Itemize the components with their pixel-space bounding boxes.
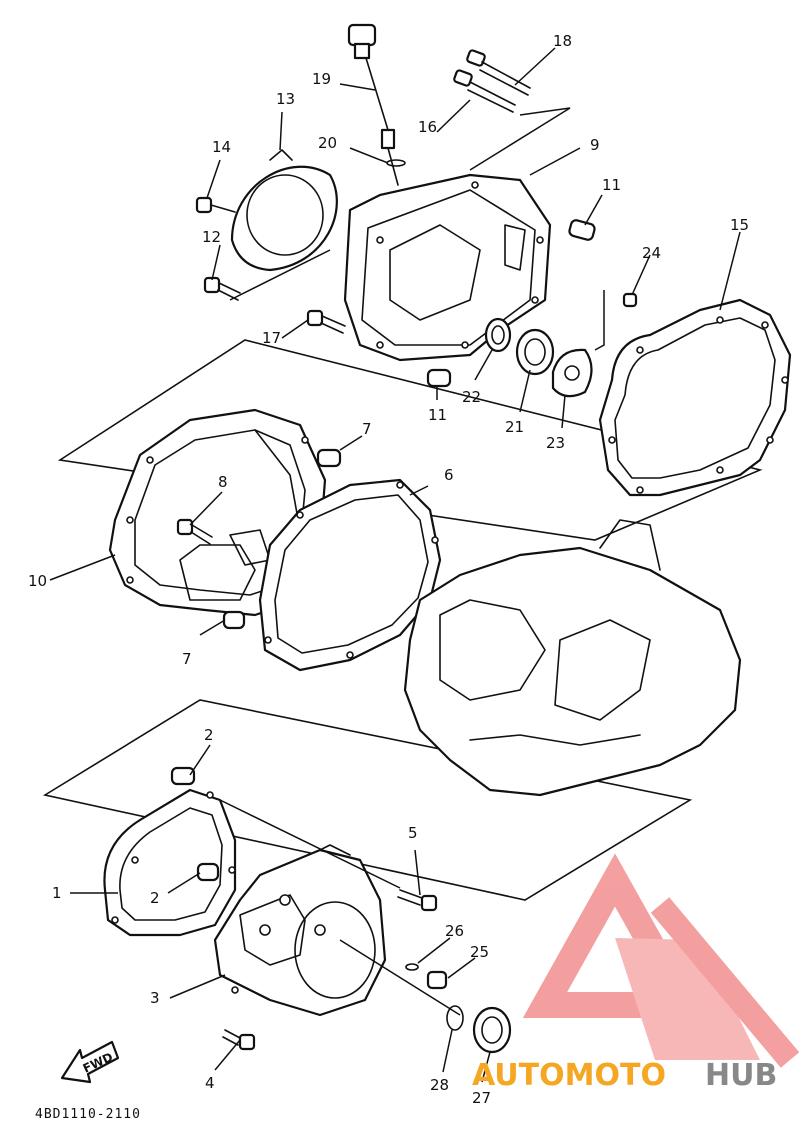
- callout-8: 8: [218, 473, 228, 491]
- o-ring-20: [386, 159, 406, 167]
- bolt-18: [466, 49, 531, 96]
- dowel-2-lower: [196, 862, 220, 882]
- callout-18: 18: [553, 32, 572, 50]
- callout-13: 13: [276, 90, 295, 108]
- callout-5: 5: [408, 824, 418, 842]
- callout-14: 14: [212, 138, 231, 156]
- oil-seal-22: [484, 317, 512, 353]
- o-ring-26: [405, 963, 419, 971]
- callout-20: 20: [318, 134, 337, 152]
- lower-group-frame: [42, 699, 693, 901]
- bolt-4: [222, 1029, 256, 1051]
- callout-23: 23: [546, 434, 565, 452]
- callout-7-lower: 7: [182, 650, 192, 668]
- bolt-5: [397, 889, 438, 912]
- plug-27: [472, 1006, 512, 1054]
- window-cover: [230, 149, 338, 272]
- bolt-16: [453, 69, 516, 113]
- callout-22: 22: [462, 388, 481, 406]
- logo-inner-a: [615, 938, 760, 1060]
- callout-10: 10: [28, 572, 47, 590]
- callout-11-lower: 11: [428, 406, 447, 424]
- bearing-21: [515, 328, 555, 376]
- callout-19: 19: [312, 70, 331, 88]
- bolt-17: [306, 309, 346, 334]
- callout-26: 26: [445, 922, 464, 940]
- o-ring-28: [446, 1005, 464, 1031]
- callout-9: 9: [590, 136, 600, 154]
- screw-24: [622, 292, 638, 308]
- plug-25: [426, 970, 448, 990]
- dowel-7-lower: [222, 610, 246, 630]
- fwd-arrow: FWD: [60, 1040, 120, 1084]
- bolt-12: [203, 276, 241, 301]
- clutch-cover: [343, 173, 552, 362]
- engine-crankcase: [403, 519, 742, 797]
- diagram-code: 4BD1110-2110: [35, 1107, 141, 1122]
- dowel-11-lower: [426, 368, 452, 388]
- watermark-text-hub: HUB: [705, 1058, 777, 1093]
- gasket-6: [258, 478, 442, 672]
- callout-6: 6: [444, 466, 454, 484]
- callout-1: 1: [52, 884, 62, 902]
- callout-28: 28: [430, 1076, 449, 1094]
- top-group-frame: [229, 249, 331, 301]
- callout-11-upper: 11: [602, 176, 621, 194]
- callout-3: 3: [150, 989, 160, 1007]
- gasket-1: [103, 788, 237, 937]
- callout-27: 27: [472, 1089, 491, 1107]
- automotohub-logo: [522, 853, 800, 1068]
- bolt-14: [195, 196, 236, 214]
- callout-15: 15: [730, 216, 749, 234]
- dipstick: [347, 23, 399, 186]
- callout-25: 25: [470, 943, 489, 961]
- callout-7-upper: 7: [362, 420, 372, 438]
- dowel-7-upper: [316, 448, 342, 468]
- callout-24: 24: [642, 244, 661, 262]
- callout-2-upper: 2: [204, 726, 214, 744]
- generator-cover-3: [213, 844, 387, 1017]
- callout-2-lower: 2: [150, 889, 160, 907]
- dowel-11-upper: [568, 219, 596, 241]
- callout-16: 16: [418, 118, 437, 136]
- gasket-15: [598, 298, 792, 497]
- dowel-2-upper: [170, 766, 196, 786]
- callout-21: 21: [505, 418, 524, 436]
- callout-4: 4: [205, 1074, 215, 1092]
- bolt-8: [176, 518, 213, 545]
- callout-17: 17: [262, 329, 281, 347]
- watermark-text-automoto: AUTOMOTO: [472, 1058, 666, 1093]
- callout-12: 12: [202, 228, 221, 246]
